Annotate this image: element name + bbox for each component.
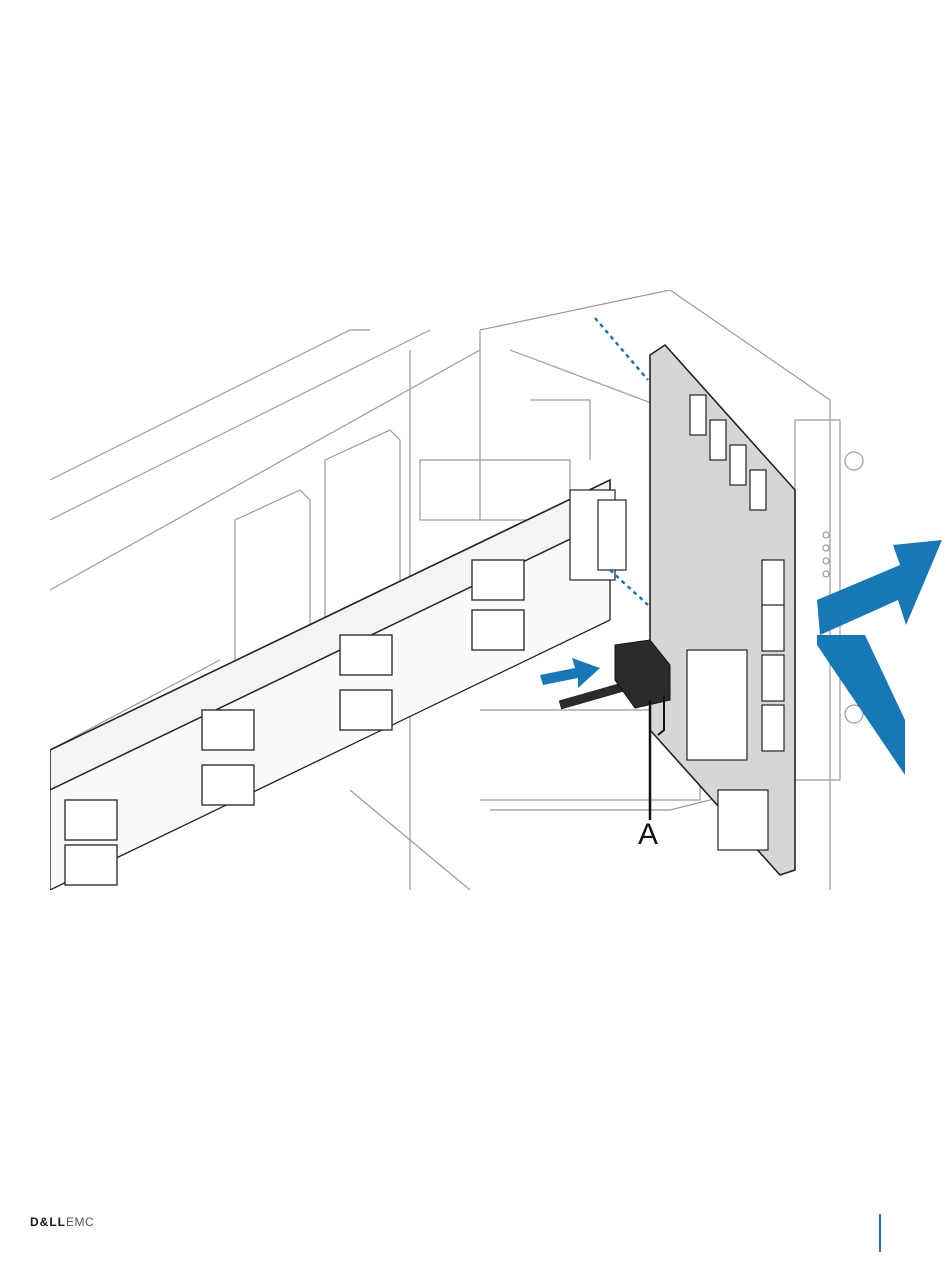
page-number-rule xyxy=(879,1214,881,1252)
callout-label-a: A xyxy=(638,820,658,850)
slide-up-arrow xyxy=(817,540,942,635)
backplane-illustration xyxy=(50,290,945,890)
dell-emc-logo: D&LLEMC xyxy=(30,1215,94,1229)
logo-brand-primary: D&LL xyxy=(30,1215,66,1229)
expander-board xyxy=(650,345,795,875)
backplane-installation-figure xyxy=(50,290,945,890)
logo-brand-secondary: EMC xyxy=(66,1215,94,1229)
insert-arrow xyxy=(540,658,600,688)
